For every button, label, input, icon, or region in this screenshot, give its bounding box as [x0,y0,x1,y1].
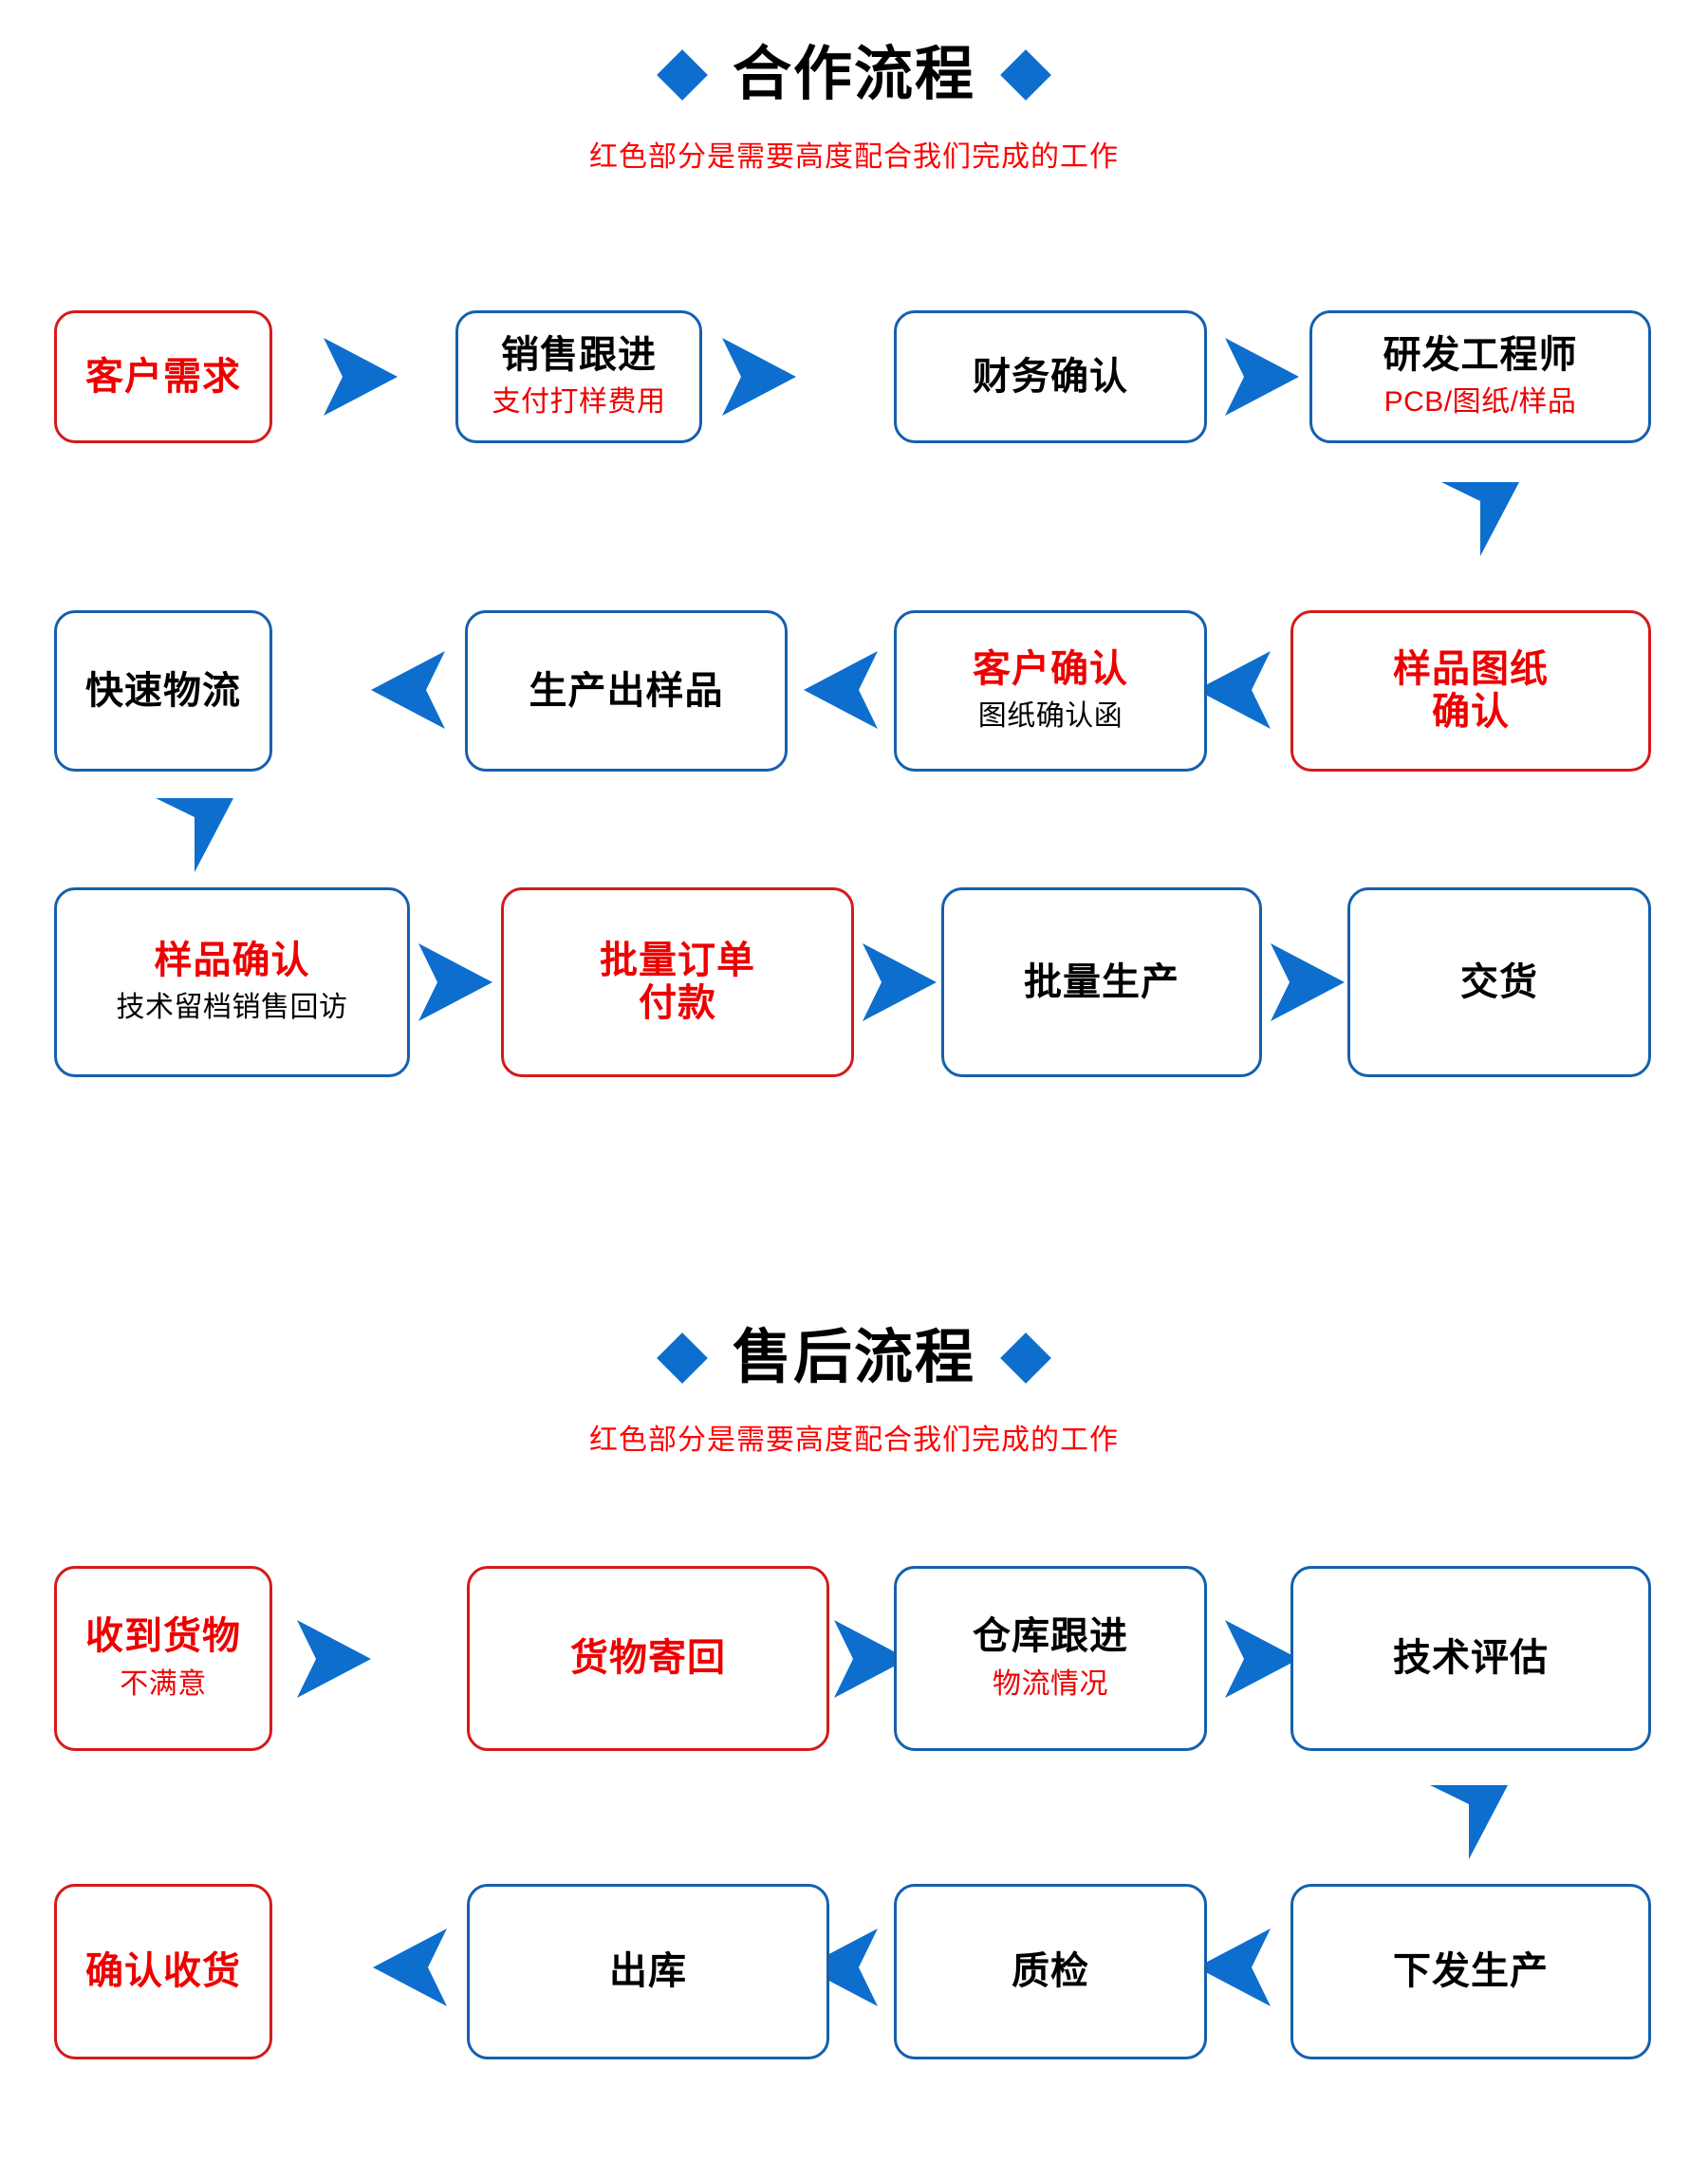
node-title: 客户确认 [973,647,1128,690]
node-title: 批量订单 付款 [600,940,755,1024]
node-technical-evaluation[interactable]: 技术评估 [1290,1566,1651,1751]
node-title: 交货 [1460,960,1538,1003]
node-confirm-receipt[interactable]: 确认收货 [54,1884,272,2059]
node-bulk-production[interactable]: 批量生产 [941,887,1262,1077]
diamond-icon [657,49,708,101]
node-finance-confirm[interactable]: 财务确认 [894,310,1207,443]
node-title: 批量生产 [1024,960,1179,1003]
node-title: 仓库跟进 [973,1615,1128,1658]
page-title: 合作流程 [732,42,975,107]
node-title: 财务确认 [973,355,1128,398]
node-title: 出库 [609,1950,687,1993]
node-customer-requirement[interactable]: 客户需求 [54,310,272,443]
node-customer-confirm[interactable]: 客户确认 图纸确认函 [894,610,1207,772]
aftersales-section-header: 售后流程 红色部分是需要高度配合我们完成的工作 [0,1329,1708,1458]
node-issue-production[interactable]: 下发生产 [1290,1884,1651,2059]
diamond-icon [1000,49,1051,101]
node-subtitle: 不满意 [120,1667,207,1700]
node-title: 货物寄回 [570,1637,726,1680]
node-quality-inspection[interactable]: 质检 [894,1884,1207,2059]
node-subtitle: 物流情况 [993,1667,1108,1700]
node-title: 快速物流 [85,669,241,712]
node-title: 下发生产 [1393,1950,1549,1993]
node-title: 样品确认 [154,939,310,981]
node-sample-drawing-confirm[interactable]: 样品图纸 确认 [1290,610,1651,772]
node-rd-engineer[interactable]: 研发工程师 PCB/图纸/样品 [1309,310,1651,443]
section-title: 售后流程 [732,1325,975,1390]
node-title: 客户需求 [85,355,241,398]
aftersales-title-row: 售后流程 [0,1329,1708,1388]
cooperation-subtitle: 红色部分是需要高度配合我们完成的工作 [589,141,1119,173]
diamond-icon [657,1332,708,1384]
node-sample-confirm[interactable]: 样品确认 技术留档销售回访 [54,887,410,1077]
node-title: 收到货物 [85,1615,241,1658]
cooperation-section-header: 合作流程 红色部分是需要高度配合我们完成的工作 [0,46,1708,175]
cooperation-title-row: 合作流程 [0,46,1708,104]
node-outbound[interactable]: 出库 [467,1884,829,2059]
node-goods-returned[interactable]: 货物寄回 [467,1566,829,1751]
node-subtitle: 图纸确认函 [977,700,1123,733]
node-fast-logistics[interactable]: 快速物流 [54,610,272,772]
node-subtitle: 支付打样费用 [492,386,666,419]
node-title: 生产出样品 [529,669,724,712]
node-delivery[interactable]: 交货 [1347,887,1651,1077]
node-title: 技术评估 [1393,1637,1549,1680]
node-subtitle: 技术留档销售回访 [116,992,348,1024]
node-bulk-order-payment[interactable]: 批量订单 付款 [501,887,854,1077]
node-title: 销售跟进 [501,333,657,376]
node-sales-followup[interactable]: 销售跟进 支付打样费用 [455,310,702,443]
node-title: 研发工程师 [1383,333,1578,376]
node-subtitle: PCB/图纸/样品 [1383,386,1577,419]
node-goods-received[interactable]: 收到货物 不满意 [54,1566,272,1751]
node-title: 确认收货 [85,1950,241,1993]
node-produce-sample[interactable]: 生产出样品 [465,610,788,772]
diamond-icon [1000,1332,1051,1384]
node-warehouse-followup[interactable]: 仓库跟进 物流情况 [894,1566,1207,1751]
node-title: 样品图纸 确认 [1393,648,1549,733]
aftersales-subtitle: 红色部分是需要高度配合我们完成的工作 [589,1425,1119,1456]
node-title: 质检 [1012,1950,1089,1993]
